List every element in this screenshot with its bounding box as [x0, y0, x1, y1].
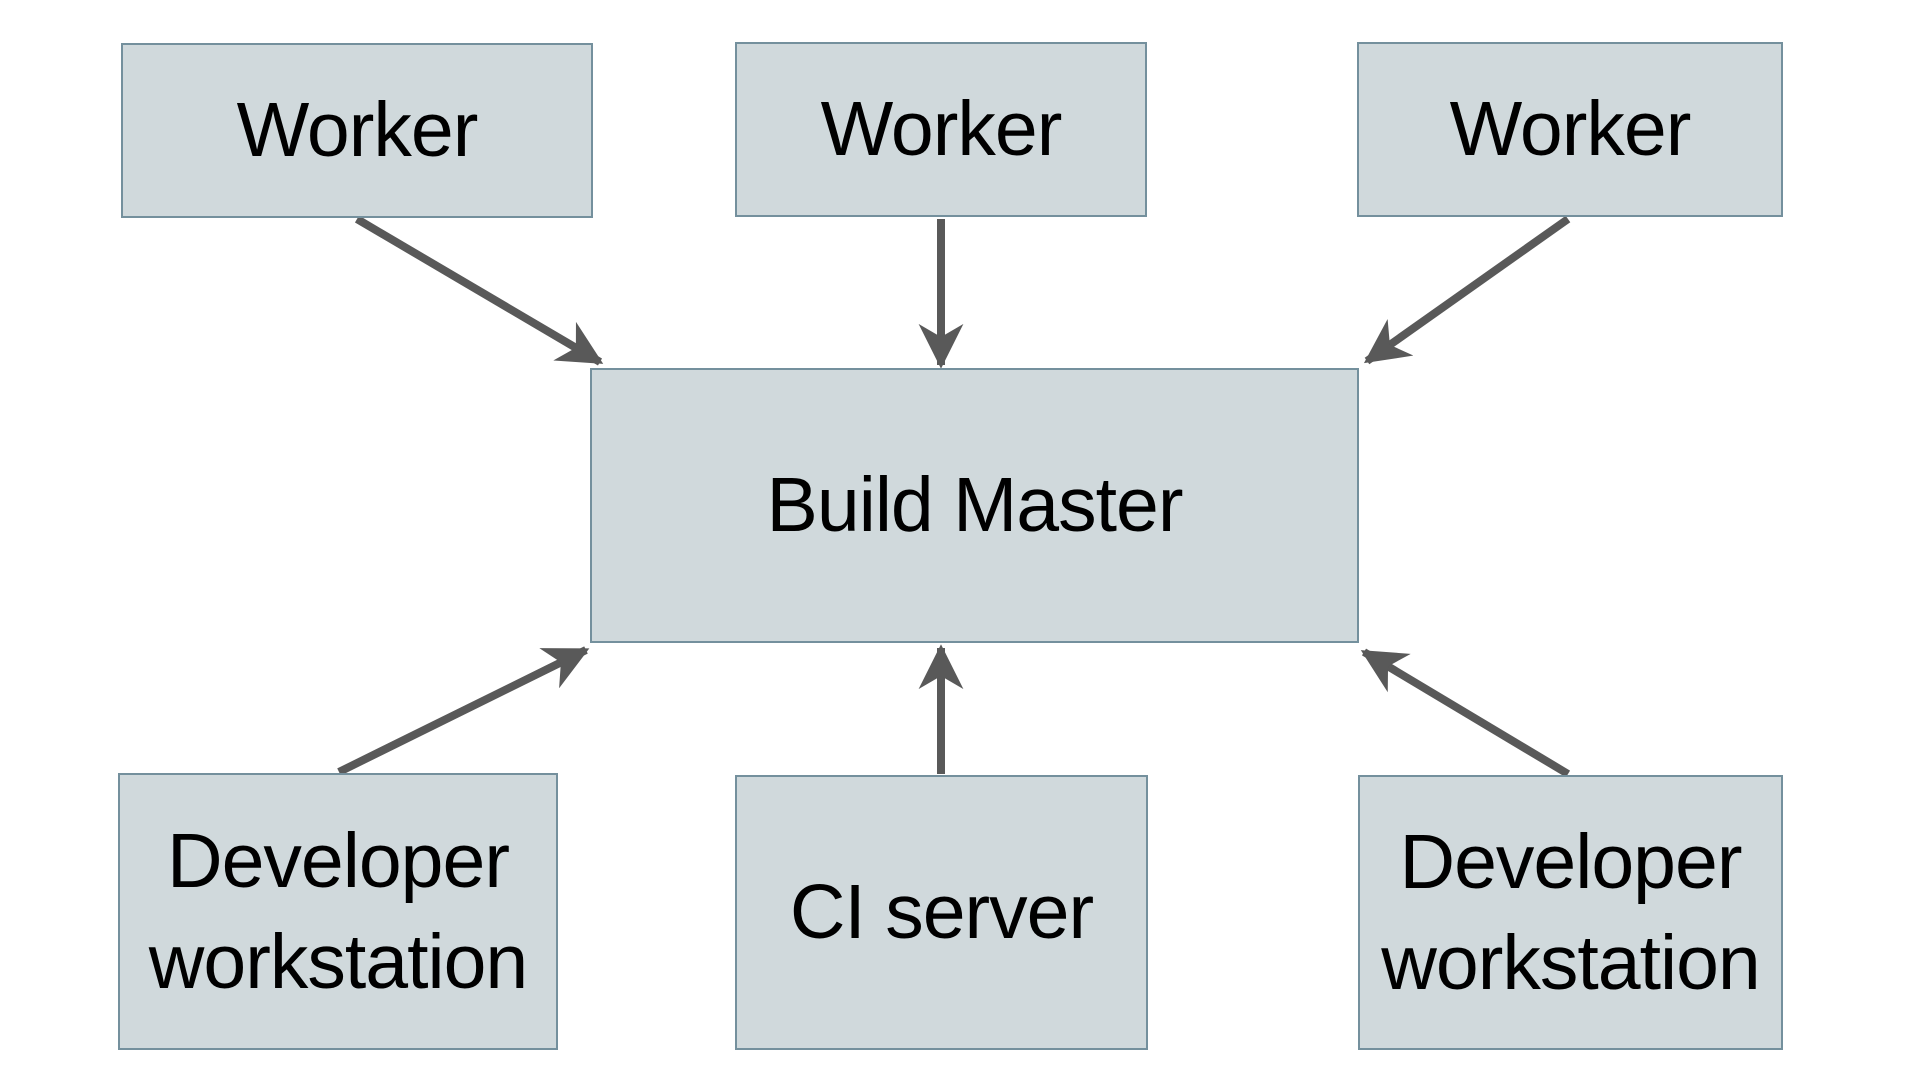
node-worker-3-label: Worker — [1449, 86, 1692, 173]
node-developer-workstation-right-label: Developer workstation — [1381, 819, 1760, 1006]
arrow-devws-right-to-build-master — [1360, 648, 1571, 778]
arrow-worker3-to-build-master — [1363, 215, 1571, 365]
node-worker-3: Worker — [1357, 42, 1783, 217]
node-worker-1: Worker — [121, 43, 593, 218]
node-worker-2-label: Worker — [820, 86, 1063, 173]
node-developer-workstation-left-label: Developer workstation — [148, 818, 528, 1005]
node-ci-server-label: CI server — [789, 869, 1094, 956]
node-ci-server: CI server — [735, 775, 1148, 1050]
node-developer-workstation-left: Developer workstation — [118, 773, 558, 1050]
node-build-master: Build Master — [590, 368, 1359, 643]
node-developer-workstation-right: Developer workstation — [1358, 775, 1783, 1050]
arrow-devws-left-to-build-master — [337, 646, 590, 776]
node-worker-1-label: Worker — [236, 87, 479, 174]
node-build-master-label: Build Master — [766, 462, 1184, 549]
node-worker-2: Worker — [735, 42, 1147, 217]
arrow-worker1-to-build-master — [354, 215, 604, 366]
